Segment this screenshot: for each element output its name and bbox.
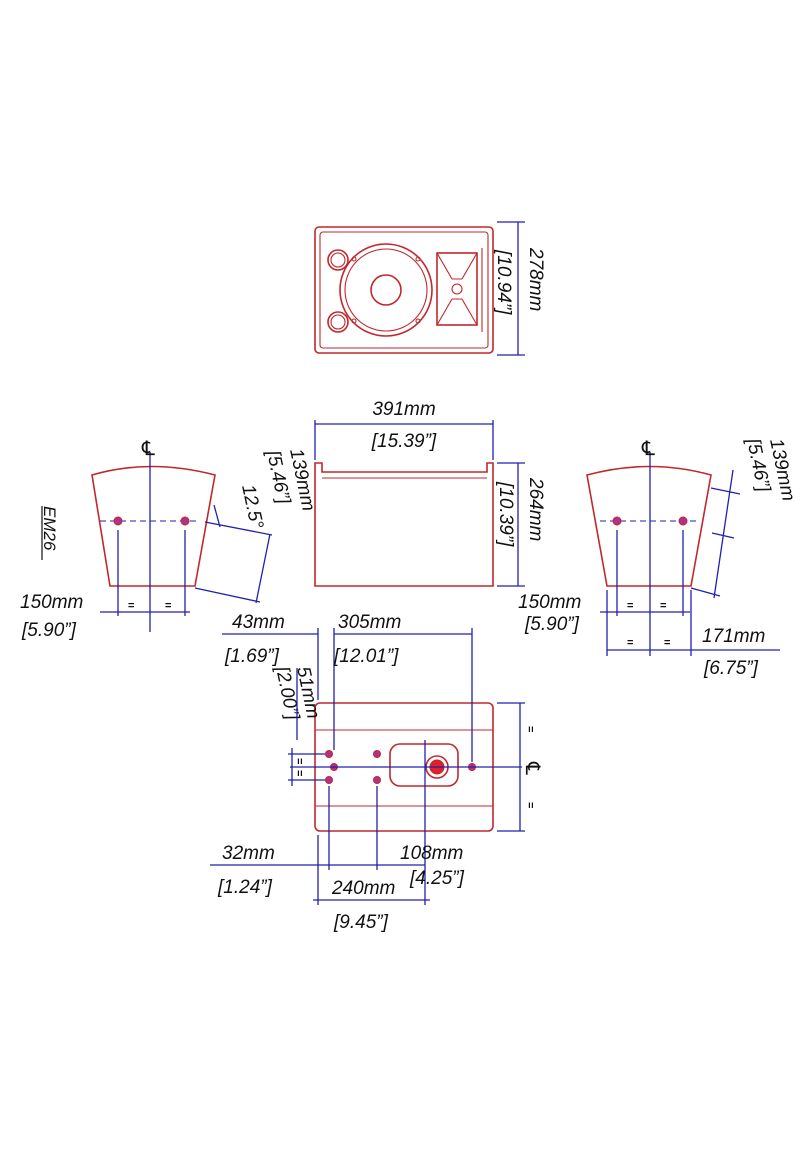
bottom-vert-equal: =	[293, 770, 305, 776]
bottom-total-mm: 240mm	[331, 878, 395, 899]
left-side-outline	[91, 465, 216, 587]
left-mount-hole	[180, 516, 190, 526]
top-view: 391mm [15.39”] 264mm [10.39”]	[314, 399, 546, 587]
left-equal-mark: =	[165, 600, 171, 612]
top-width-in: [15.39”]	[371, 431, 437, 452]
bottom-centerline-symbol: ℄	[521, 761, 545, 775]
bottom-span-in: [12.01”]	[333, 646, 399, 667]
bottom-edge-in: [1.24”]	[217, 877, 273, 898]
bottom-mount-hole	[373, 750, 381, 758]
bottom-equal-mark: =	[524, 802, 536, 808]
woofer-screw	[351, 318, 357, 324]
left-mount-hole	[113, 516, 123, 526]
front-cabinet-outline	[314, 226, 494, 354]
horn-flare	[436, 252, 478, 326]
model-label: EM26	[40, 506, 59, 551]
right-mount-hole	[612, 516, 622, 526]
bottom-mount-hole	[373, 776, 381, 784]
right-side-view: ℄ = = 150mm [5.90”] = = 171mm [6.75”] 13…	[518, 436, 799, 679]
bottom-edge-mm: 32mm	[222, 843, 275, 864]
bottom-center-mm: 108mm	[400, 843, 463, 864]
woofer-screw	[415, 318, 421, 324]
left-base-mm: 150mm	[20, 592, 83, 613]
right-side-outline	[586, 465, 712, 587]
top-depth-in: [10.39”]	[495, 481, 516, 547]
top-cabinet-outline	[314, 462, 494, 587]
left-side-view: EM26 ℄ = = 150mm [5.90”] 139mm [5.46”] 1…	[20, 436, 319, 641]
bass-port-top-inner	[330, 252, 346, 268]
right-base-in: [5.90”]	[524, 614, 580, 635]
bottom-total-in: [9.45”]	[333, 912, 389, 933]
bass-port-top	[327, 249, 349, 271]
bottom-view: ℄ = = = = 51mm [2.00”] 43mm [1.69”] 305m…	[210, 612, 545, 933]
woofer-screw	[415, 256, 421, 262]
bottom-mount-hole	[325, 776, 333, 784]
top-width-mm: 391mm	[372, 399, 435, 420]
front-grille-inner	[319, 231, 489, 349]
bottom-span-mm: 305mm	[338, 612, 401, 633]
bottom-equal-mark: =	[524, 726, 536, 732]
front-height-mm: 278mm	[525, 247, 546, 311]
right-equal-mark-outer: =	[627, 637, 633, 649]
top-depth-mm: 264mm	[525, 477, 546, 541]
right-equal-mark: =	[660, 600, 666, 612]
front-view: 278mm [10.94”]	[314, 221, 546, 356]
right-base-mm: 150mm	[518, 592, 581, 613]
left-equal-mark: =	[128, 600, 134, 612]
bottom-vert-equal: =	[293, 758, 305, 764]
bottom-mount-hole	[325, 750, 333, 758]
left-base-in: [5.90”]	[21, 620, 77, 641]
left-centerline-symbol: ℄	[141, 436, 155, 460]
left-slant-dimension-line	[255, 533, 271, 604]
bottom-center-in: [4.25”]	[409, 868, 465, 889]
right-centerline-symbol: ℄	[641, 436, 655, 460]
bass-port-bottom-inner	[330, 314, 346, 330]
right-equal-mark: =	[627, 600, 633, 612]
bottom-offset-in: [1.69”]	[224, 646, 280, 667]
right-outer-in: [6.75”]	[703, 658, 759, 679]
horn-throat	[451, 283, 463, 295]
right-slant-dimension-line	[713, 469, 734, 599]
right-outer-mm: 171mm	[702, 626, 765, 647]
horn-outline	[436, 252, 478, 326]
bottom-offset-mm: 43mm	[232, 612, 285, 633]
bottom-pole-cup-recess	[389, 743, 459, 787]
left-angle: 12.5°	[237, 483, 267, 531]
woofer-outer	[339, 243, 433, 337]
woofer-screw	[351, 256, 357, 262]
woofer-dustcap	[370, 274, 402, 306]
right-equal-mark-outer: =	[664, 637, 670, 649]
right-mount-hole	[678, 516, 688, 526]
bass-port-bottom	[327, 311, 349, 333]
woofer-cone	[344, 248, 428, 332]
front-height-in: [10.94”]	[493, 249, 514, 315]
